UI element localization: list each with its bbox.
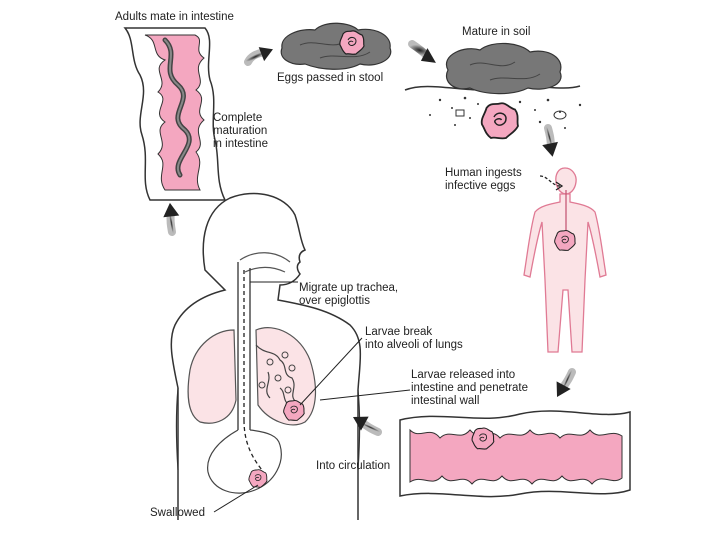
label-adults-mate-line: Adults mate in intestine: [115, 11, 234, 23]
label-larvae-released-line: intestine and penetrate: [411, 382, 529, 394]
label-swallowed: Swallowed: [150, 507, 205, 520]
stool-with-egg: [280, 22, 392, 70]
intestine-horizontal: [399, 410, 631, 498]
label-mature-soil-line: Mature in soil: [462, 26, 531, 38]
label-mature-soil: Mature in soil: [462, 26, 530, 39]
label-eggs-passed: Eggs passed in stool: [277, 72, 383, 85]
label-into-circulation: Into circulation: [316, 460, 390, 473]
label-complete-maturation-line: Complete: [213, 112, 263, 124]
label-migrate-trachea-line: over epiglottis: [299, 295, 370, 307]
label-human-ingests-line: Human ingests: [445, 167, 522, 179]
label-migrate-trachea-line: Migrate up trachea,: [299, 282, 399, 294]
label-into-circulation-line: Into circulation: [316, 460, 391, 472]
arrow-icon: [244, 47, 273, 66]
label-larvae-released-line: Larvae released into: [411, 369, 516, 381]
label-human-ingests-line: infective eggs: [445, 180, 516, 192]
arrow-icon: [408, 40, 436, 63]
label-eggs-passed-line: Eggs passed in stool: [277, 72, 384, 84]
label-swallowed-line: Swallowed: [150, 507, 205, 519]
egg-icon: [554, 230, 576, 251]
egg-icon: [471, 427, 495, 450]
arrow-icon: [352, 416, 382, 436]
arrow-icon: [542, 124, 558, 157]
label-complete-maturation-line: maturation: [213, 125, 268, 137]
label-larvae-break-line: into alveoli of lungs: [365, 339, 463, 351]
arrow-icon: [556, 368, 576, 398]
label-adults-mate: Adults mate in intestine: [115, 11, 234, 24]
label-migrate-trachea: Migrate up trachea,over epiglottis: [299, 282, 398, 308]
torso-anatomy: [170, 192, 362, 520]
leader-lines: [213, 281, 411, 513]
egg-icon: [480, 102, 519, 140]
egg-icon: [339, 30, 365, 55]
egg-icon: [248, 469, 268, 488]
label-complete-maturation-line: in intestine: [213, 138, 268, 150]
label-larvae-break-line: Larvae break: [365, 326, 433, 338]
intestine-vertical: [123, 27, 227, 201]
soil-with-egg: [404, 42, 582, 140]
label-larvae-released-line: intestinal wall: [411, 395, 480, 407]
human-figure: [523, 167, 607, 353]
cycle-arrows: [163, 40, 576, 436]
arrow-icon: [163, 202, 180, 236]
